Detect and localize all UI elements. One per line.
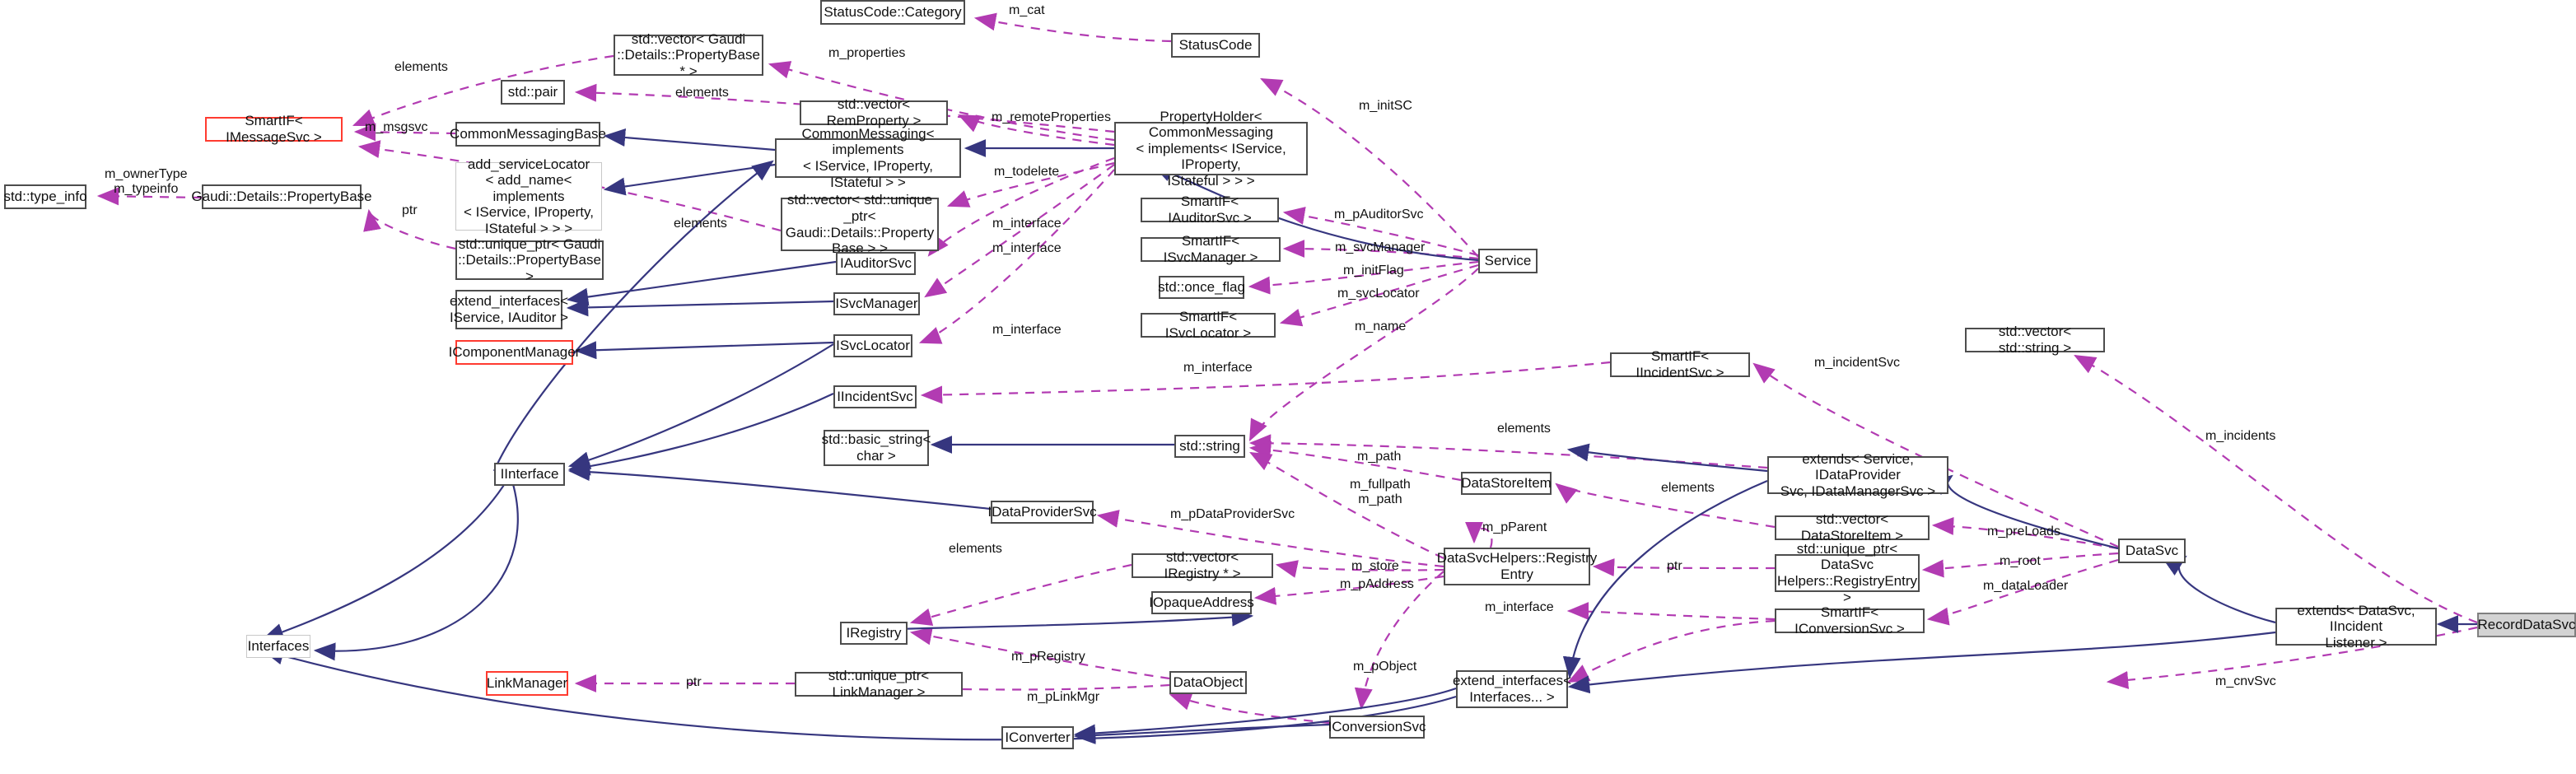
class-node-iconverter[interactable]: IConverter [1001,726,1074,749]
edge-label-lbl_m_pparent: m_pParent [1482,520,1547,534]
class-node-basic_string_char[interactable]: std::basic_string< char > [822,430,931,466]
edge-label-lbl_ptr_re: ptr [1667,559,1682,573]
class-node-iinterface[interactable]: IInterface [494,463,565,486]
class-node-extend_iservice_iauditor[interactable]: extend_interfaces< IService, IAuditor > [450,290,568,329]
edge-label-lbl_m_cnvsvc: m_cnvSvc [2215,674,2276,688]
edge-label-lbl_m_svclocator: m_svcLocator [1337,287,1420,301]
class-node-vec_iregistry[interactable]: std::vector< IRegistry * > [1132,549,1273,581]
edge-label-lbl_elements_uniq: elements [674,217,727,231]
edge-label-lbl_m_plinkmgr: m_pLinkMgr [1027,690,1100,704]
edge-label-lbl_ptr_pb: ptr [402,203,418,217]
class-node-extends_datasvc_il[interactable]: extends< DataSvc, IIncident Listener > [2275,603,2437,650]
edge-label-lbl_elements_ireg: elements [949,542,1002,556]
class-node-statuscode[interactable]: StatusCode [1171,33,1260,58]
class-node-propertyholder[interactable]: PropertyHolder< CommonMessaging < implem… [1114,109,1308,189]
edge-label-lbl_m_interface_3: m_interface [992,323,1062,337]
class-node-isvclocator[interactable]: ISvcLocator [833,334,912,357]
class-node-datasvchelpers_re[interactable]: DataSvcHelpers::Registry Entry [1437,548,1597,585]
edge-label-lbl_m_initflag: m_initFlag [1343,263,1404,277]
edge-label-lbl_ptr_lm: ptr [686,675,702,689]
edge-label-lbl_m_preloads: m_preLoads [1987,525,2060,539]
edge-label-lbl_m_pregistry: m_pRegistry [1011,650,1085,664]
class-node-smartif_iincidentsvc[interactable]: SmartIF< IIncidentSvc > [1610,348,1750,380]
class-node-icomponentmanager[interactable]: IComponentManager [449,340,580,365]
edge-label-lbl_m_fullpath: m_fullpath m_path [1350,478,1411,506]
edge-label-lbl_m_ownertype: m_ownerType m_typeinfo [105,167,188,196]
edge-label-lbl_m_paddress: m_pAddress [1340,577,1414,591]
edge-label-lbl_m_pauditorsvc: m_pAuditorSvc [1334,207,1424,221]
class-node-smartif_iauditorsvc[interactable]: SmartIF< IAuditorSvc > [1141,194,1279,226]
edge-label-lbl_m_name: m_name [1355,319,1407,333]
class-node-std_once_flag[interactable]: std::once_flag [1158,276,1245,299]
class-node-add_servicelocator[interactable]: add_serviceLocator < add_name< implement… [455,156,602,236]
edge-label-lbl_elements_svc: elements [1497,422,1551,436]
edge-label-lbl_m_interface_2: m_interface [992,241,1062,255]
class-node-gaudi_propertybase[interactable]: Gaudi::Details::PropertyBase [191,184,372,209]
edge-label-lbl_m_pdataprovidersvc: m_pDataProviderSvc [1170,507,1295,521]
class-node-statuscode_category[interactable]: StatusCode::Category [820,0,965,25]
class-node-uniqueptr_pb[interactable]: std::unique_ptr< Gaudi ::Details::Proper… [455,236,604,284]
edge-label-lbl_m_svcmanager: m_svcManager [1335,240,1426,254]
class-node-smartif_isvclocator[interactable]: SmartIF< ISvcLocator > [1141,309,1276,341]
class-node-iincidentsvc[interactable]: IIncidentSvc [833,385,917,408]
class-node-vec_remproperty[interactable]: std::vector< RemProperty > [800,96,948,128]
edge-label-lbl_m_dataloader: m_dataLoader [1983,579,2069,593]
class-node-iopaqueaddress[interactable]: IOpaqueAddress [1149,591,1254,614]
edge-label-lbl_m_initsc: m_initSC [1359,99,1412,113]
class-node-smartif_iconversionsvc[interactable]: SmartIF< IConversionSvc > [1775,604,1925,636]
class-node-idataprovidersvc[interactable]: IDataProviderSvc [987,501,1097,524]
edge-label-lbl_m_root: m_root [2000,554,2041,568]
edge-label-lbl_m_msgsvc: m_msgsvc [365,120,428,134]
class-node-commonmessagingbase[interactable]: CommonMessagingBase [450,122,606,147]
class-node-datastoreitem[interactable]: DataStoreItem [1461,472,1552,495]
edge-label-lbl_elements_pair: elements [675,86,729,100]
class-node-linkmanager[interactable]: LinkManager [486,671,568,696]
class-node-iconversionsvc[interactable]: IConversionSvc [1328,716,1426,739]
edge-label-lbl_m_store: m_store [1351,559,1399,573]
edge-label-lbl_m_todelete: m_todelete [994,165,1060,179]
edge-label-lbl_m_pobject: m_pObject [1353,660,1417,674]
class-node-service[interactable]: Service [1478,249,1538,273]
class-node-vec_std_string[interactable]: std::vector< std::string > [1965,324,2105,356]
class-node-datasvc[interactable]: DataSvc [2118,539,2186,563]
edge-label-lbl_m_properties: m_properties [828,46,906,60]
class-node-uniqueptr_registryentry[interactable]: std::unique_ptr< DataSvc Helpers::Regist… [1775,541,1920,605]
class-node-iregistry[interactable]: IRegistry [840,622,908,645]
class-node-isvcmanager[interactable]: ISvcManager [833,292,920,315]
edge-label-lbl_m_path: m_path [1357,450,1402,464]
class-node-std_string[interactable]: std::string [1174,435,1245,458]
class-node-dataobject[interactable]: DataObject [1169,671,1247,694]
edge-label-lbl_m_incidents: m_incidents [2205,429,2276,443]
edge-label-lbl_m_remoteproperties: m_remoteProperties [992,110,1111,124]
edge-label-lbl_elements_top: elements [394,60,448,74]
edge-label-lbl_elements_dsi: elements [1661,481,1715,495]
edge-label-lbl_m_interface_4: m_interface [1183,361,1253,375]
class-node-smartif_isvcmanager[interactable]: SmartIF< ISvcManager > [1141,233,1281,265]
class-node-vec_datastoreitem[interactable]: std::vector< DataStoreItem > [1775,511,1930,543]
edge-label-lbl_m_interface_5: m_interface [1485,600,1554,614]
class-node-vec_uniqueptr_pb[interactable]: std::vector< std::unique _ptr< Gaudi::De… [781,192,939,256]
edge-label-lbl_m_cat: m_cat [1009,3,1045,17]
class-node-uniqueptr_linkmanager[interactable]: std::unique_ptr< LinkManager > [795,668,963,700]
edge-label-lbl_m_incidentsvc: m_incidentSvc [1814,356,1901,370]
class-node-smartif_imessagesvc[interactable]: SmartIF< IMessageSvc > [205,113,343,145]
class-node-commonmessaging[interactable]: CommonMessaging< implements < IService, … [775,126,961,190]
class-node-std_pair[interactable]: std::pair [501,80,565,105]
class-node-vec_propertybase[interactable]: std::vector< Gaudi ::Details::PropertyBa… [614,31,763,79]
class-node-std_type_info[interactable]: std::type_info [3,184,87,209]
class-node-extends_service_dp[interactable]: extends< Service, IDataProvider Svc, IDa… [1767,451,1948,499]
class-node-recorddatasvc[interactable]: RecordDataSvc [2477,613,2576,637]
class-node-extend_interfaces_v[interactable]: extend_interfaces< Interfaces... > [1453,670,1571,708]
class-node-interfaces[interactable]: Interfaces [246,635,310,658]
edge-label-lbl_m_interface_1: m_interface [992,217,1062,231]
class-node-iauditorsvc[interactable]: IAuditorSvc [836,252,916,275]
